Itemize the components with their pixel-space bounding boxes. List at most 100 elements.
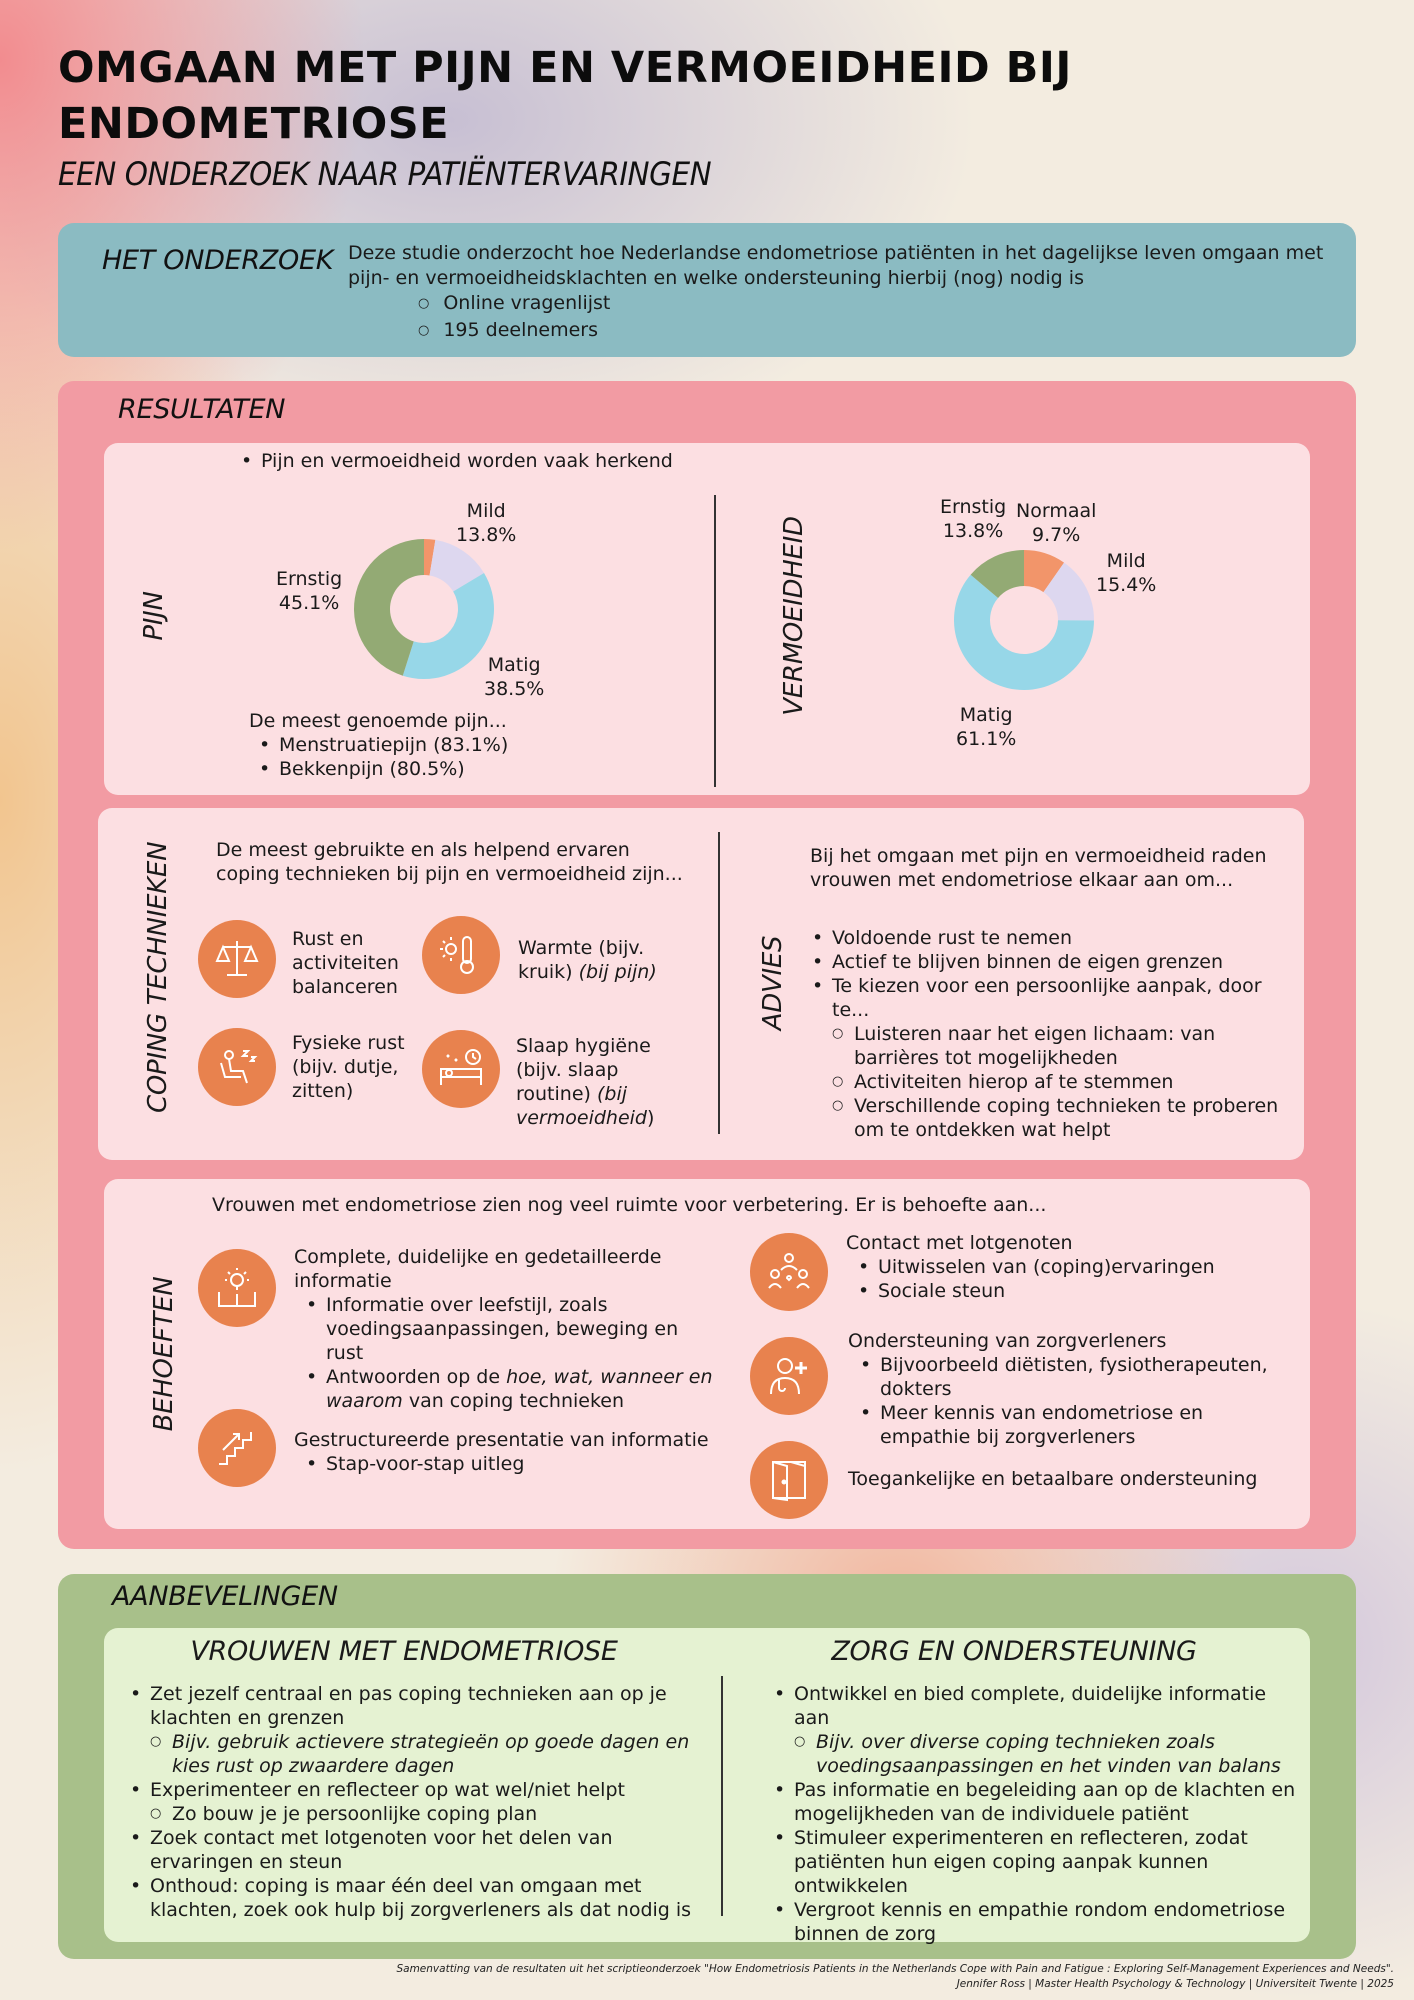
rec-care-subitem: Bijv. over diverse coping technieken zoa… <box>794 1730 1302 1778</box>
needs-care-title: Ondersteuning van zorgverleners <box>848 1330 1167 1352</box>
footer-source: Samenvatting van de resultaten uit het s… <box>396 1963 1394 1975</box>
coping-intro: De meest gebruikte en als helpend ervare… <box>216 839 683 885</box>
door-icon <box>750 1441 828 1519</box>
coping-label: COPING TECHNIEKEN <box>143 841 173 1113</box>
rec-women-item: Zoek contact met lotgenoten voor het del… <box>128 1826 708 1874</box>
pain-type-item: Menstruatiepijn (83.1%) <box>257 733 508 757</box>
needs-peer-block: Contact met lotgenoten Uitwisselen van (… <box>846 1231 1286 1303</box>
stairs-icon <box>198 1409 276 1487</box>
resting-person-icon <box>198 1028 276 1106</box>
needs-panel: BEHOEFTEN Vrouwen met endometriose zien … <box>104 1179 1310 1529</box>
pain-label: PIJN <box>139 591 169 641</box>
advies-item: Actief te blijven binnen de eigen grenze… <box>810 950 1290 974</box>
rec-women-subitem: Bijv. gebruik actievere strategieën op g… <box>150 1730 708 1778</box>
study-list: Online vragenlijst 195 deelnemers <box>418 291 610 345</box>
rec-care-item: Pas informatie en begeleiding aan op de … <box>772 1778 1302 1826</box>
rec-women-item: Zet jezelf centraal en pas coping techni… <box>128 1682 708 1778</box>
bed-clock-icon <box>422 1030 500 1108</box>
rec-women-heading: VROUWEN MET ENDOMETRIOSE <box>190 1636 618 1667</box>
needs-care-block: Ondersteuning van zorgverleners Bijvoorb… <box>848 1329 1288 1449</box>
prevalence-panel: Pijn en vermoeidheid worden vaak herkend… <box>104 443 1310 795</box>
recommendations-heading: AANBEVELINGEN <box>112 1581 338 1612</box>
coping-item-warmth: Warmte (bijv. kruik) (bij pijn) <box>518 937 657 983</box>
footer: Samenvatting van de resultaten uit het s… <box>396 1962 1394 1992</box>
pain-types-block: De meest genoemde pijn... Menstruatiepij… <box>249 709 508 781</box>
donut-slice-mild <box>429 539 485 592</box>
coping-item-balance: Rust en activiteiten balanceren <box>292 928 399 998</box>
study-description: Deze studie onderzocht hoe Nederlandse e… <box>348 242 1324 289</box>
rec-care-item: Vergroot kennis en empathie rondom endom… <box>772 1898 1302 1946</box>
prevalence-divider <box>714 495 716 787</box>
results-section: RESULTATEN Pijn en vermoeidheid worden v… <box>58 381 1356 1549</box>
pain-donut-chart <box>354 539 494 679</box>
needs-structure-item: Stap-voor-stap uitleg <box>304 1452 714 1476</box>
rec-divider <box>721 1676 723 1916</box>
advies-list: Voldoende rust te nemen Actief te blijve… <box>810 926 1290 1142</box>
prevalence-intro: Pijn en vermoeidheid worden vaak herkend <box>239 449 673 473</box>
recommendations-section: AANBEVELINGEN VROUWEN MET ENDOMETRIOSE Z… <box>58 1574 1356 1959</box>
needs-structure-block: Gestructureerde presentatie van informat… <box>294 1428 714 1476</box>
advies-intro: Bij het omgaan met pijn en vermoeidheid … <box>810 845 1267 891</box>
donut-slice-matig <box>954 574 1094 690</box>
needs-care-item: Meer kennis van endometriose en empathie… <box>858 1401 1288 1449</box>
study-item-survey: Online vragenlijst <box>418 291 610 318</box>
needs-peer-title: Contact met lotgenoten <box>846 1232 1073 1254</box>
needs-label: BEHOEFTEN <box>149 1276 179 1432</box>
needs-info-item: Antwoorden op de hoe, wat, wanneer en wa… <box>304 1365 714 1413</box>
study-heading: HET ONDERZOEK <box>102 245 334 276</box>
coping-divider <box>718 832 720 1134</box>
advies-item: Te kiezen voor een persoonlijke aanpak, … <box>810 974 1290 1142</box>
donut-slice-ernstig <box>354 539 424 676</box>
needs-intro: Vrouwen met endometriose zien nog veel r… <box>212 1194 1047 1216</box>
poster-title: OMGAAN MET PIJN EN VERMOEIDHEID BIJ ENDO… <box>58 43 1072 149</box>
advies-subitem: Verschillende coping technieken te probe… <box>832 1094 1290 1142</box>
results-heading: RESULTATEN <box>118 394 286 425</box>
needs-access-title: Toegankelijke en betaalbare ondersteunin… <box>848 1468 1258 1490</box>
footer-author: Jennifer Ross | Master Health Psychology… <box>956 1978 1394 1990</box>
rec-women-item: Onthoud: coping is maar één deel van omg… <box>128 1874 708 1922</box>
advies-label: ADVIES <box>758 935 788 1031</box>
rec-care-heading: ZORG EN ONDERSTEUNING <box>831 1636 1197 1667</box>
peer-group-icon <box>750 1233 828 1311</box>
scale-icon <box>198 920 276 998</box>
donut-slice-matig <box>402 572 494 679</box>
needs-peer-item: Sociale steun <box>856 1279 1286 1303</box>
pain-type-item: Bekkenpijn (80.5%) <box>257 757 508 781</box>
needs-info-block: Complete, duidelijke en gedetailleerde i… <box>294 1245 714 1413</box>
rec-women-subitem: Zo bouw je je persoonlijke coping plan <box>150 1802 708 1826</box>
thermometer-icon <box>422 916 500 994</box>
rec-care-item: Stimuleer experimenteren en reflecteren,… <box>772 1826 1302 1898</box>
needs-structure-title: Gestructureerde presentatie van informat… <box>294 1429 709 1451</box>
book-lightbulb-icon <box>198 1249 276 1327</box>
advies-item: Voldoende rust te nemen <box>810 926 1290 950</box>
needs-info-title: Complete, duidelijke en gedetailleerde i… <box>294 1246 662 1292</box>
pain-types-heading: De meest genoemde pijn... <box>249 710 507 732</box>
rec-women-list: Zet jezelf centraal en pas coping techni… <box>128 1682 708 1922</box>
coping-item-sleep: Slaap hygiëne (bijv. slaap routine) (bij… <box>516 1035 655 1129</box>
fatigue-donut-chart <box>954 550 1094 690</box>
study-item-participants: 195 deelnemers <box>418 318 610 345</box>
fatigue-label: VERMOEIDHEID <box>779 516 809 716</box>
rec-women-item: Experimenteer en reflecteer op wat wel/n… <box>128 1778 708 1826</box>
study-section: HET ONDERZOEK Deze studie onderzocht hoe… <box>58 223 1356 357</box>
donut-slice-ernstig <box>970 550 1024 599</box>
advies-subitem: Luisteren naar het eigen lichaam: van ba… <box>832 1022 1290 1070</box>
doctor-icon <box>750 1337 828 1415</box>
rec-care-item: Ontwikkel en bied complete, duidelijke i… <box>772 1682 1302 1778</box>
coping-panel: COPING TECHNIEKEN De meest gebruikte en … <box>98 808 1304 1160</box>
needs-peer-item: Uitwisselen van (coping)ervaringen <box>856 1255 1286 1279</box>
donut-slice-normaal <box>1024 550 1065 593</box>
coping-item-rest: Fysieke rust (bijv. dutje, zitten) <box>292 1032 405 1102</box>
poster-subtitle: EEN ONDERZOEK NAAR PATIËNTERVARINGEN <box>58 155 712 193</box>
needs-info-item: Informatie over leefstijl, zoals voeding… <box>304 1293 714 1365</box>
donut-slice-mild <box>1043 562 1094 621</box>
recommendations-panel: VROUWEN MET ENDOMETRIOSE Zet jezelf cent… <box>104 1628 1310 1945</box>
